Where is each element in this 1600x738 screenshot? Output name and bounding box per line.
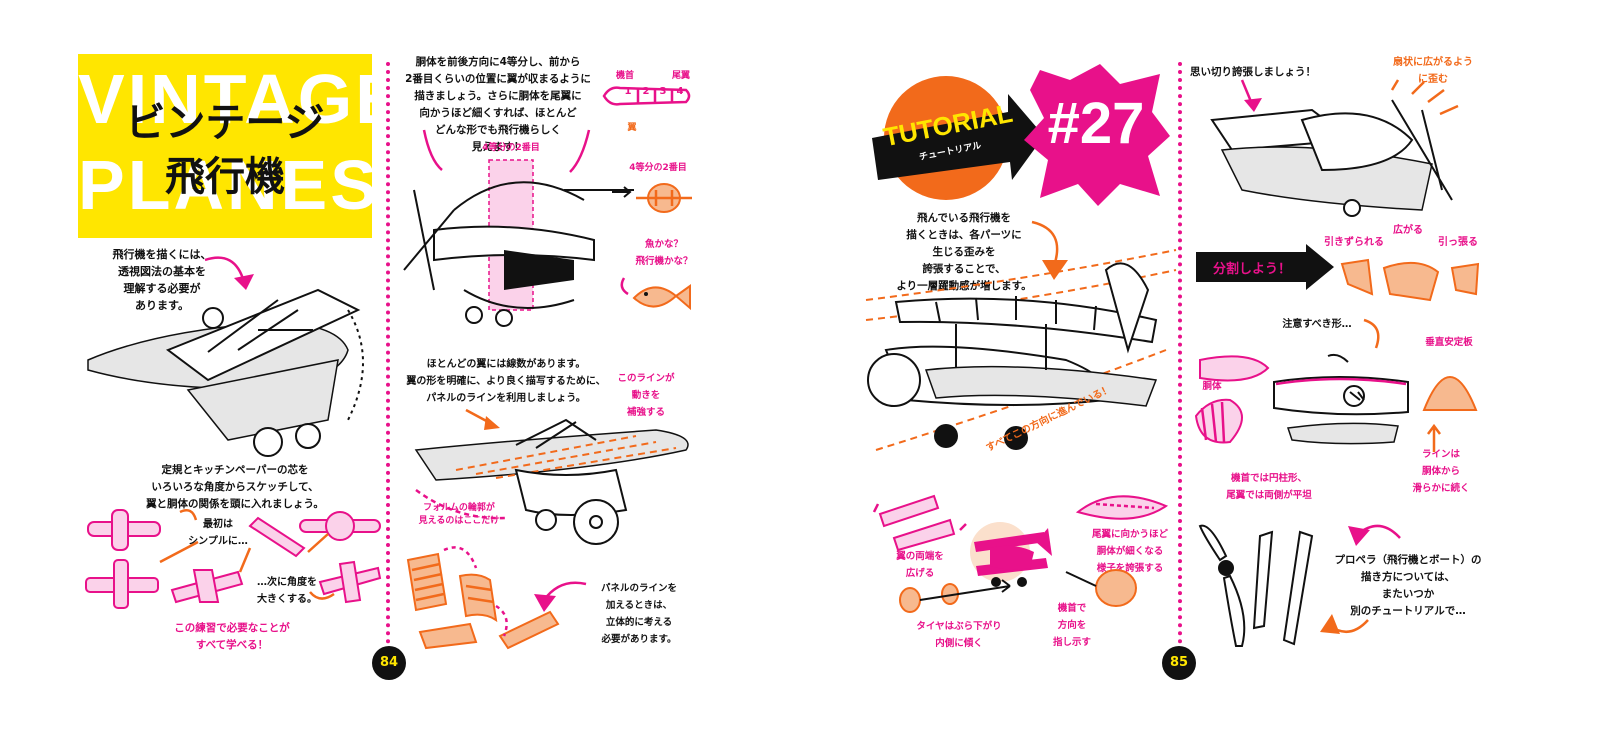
sketch-instructions: 定規とキッチンペーパーの芯を いろいろな角度からスケッチして、 翼と胴体の関係を… xyxy=(146,464,324,510)
propeller-note: プロペラ（飛行機とボート）の 描き方については、 またいつか 別のチュートリアル… xyxy=(1334,554,1482,617)
intro-text: 飛行機を描くには、 透視図法の基本を 理解する必要が あります。 xyxy=(112,248,212,312)
label-wing: 翼 xyxy=(627,123,637,133)
title-background-text: VINTAGE PLANES xyxy=(78,60,372,224)
pulled-in-label: 引きずられる xyxy=(1324,237,1384,248)
biplane-illustration xyxy=(865,249,1177,451)
fuselage-number-2: 2 xyxy=(642,86,650,97)
cross-shape-angled xyxy=(248,516,306,558)
exaggerate-text: 思い切り誇張しましょう！ xyxy=(1190,66,1316,78)
split-parts xyxy=(1340,258,1480,302)
plane-illustration-main xyxy=(87,288,364,457)
wing-panel-sketches xyxy=(406,546,560,650)
tire-shapes xyxy=(899,579,1011,613)
panel-curved-arrow-icon xyxy=(534,581,587,612)
cross-shape-perspective xyxy=(318,560,382,604)
practice-note: この練習で必要なことが すべて学べる！ xyxy=(174,622,290,651)
cross-shape-tilted xyxy=(170,569,244,604)
stretched-label: 広がる xyxy=(1393,225,1423,236)
spread-text: 扇状に広がるよう に歪む xyxy=(1393,57,1473,85)
tires-note: タイヤはぶら下がり 内側に傾く xyxy=(916,621,1002,649)
split-banner xyxy=(1196,252,1308,282)
right-arrow-icon xyxy=(612,186,632,198)
page-number-right: 85 xyxy=(1162,646,1196,680)
front-view-plane xyxy=(403,129,634,327)
propeller-illustrations xyxy=(1198,524,1314,647)
tutorial-banner xyxy=(872,94,1044,180)
column-divider xyxy=(1178,62,1182,652)
wing-spread-note: 翼の両端を 広げる xyxy=(896,551,944,579)
wing-line-text: ほとんどの翼には線数があります。 翼の形を明確に、より良く描写するために、 パネ… xyxy=(406,359,606,404)
tail-narrow-note: 尾翼に向かうほど 胴体が細くなる 様子を誇張する xyxy=(1091,529,1168,574)
exercise-arrows xyxy=(159,509,335,600)
fish-question: 魚かな？ 飛行機かな？ xyxy=(635,239,693,267)
body-shapes xyxy=(1194,355,1270,444)
form-outline-note: フォルムの輪郭が 見えるのはここだけ xyxy=(418,503,500,526)
split-banner-arrow xyxy=(1306,244,1334,290)
label-nose: 機首 xyxy=(615,71,634,81)
cross-shape-round xyxy=(299,511,381,541)
propeller-arrow-bottom-icon xyxy=(1320,614,1369,634)
fish-icon xyxy=(620,277,691,311)
wing-spread-shapes xyxy=(872,494,967,552)
fuselage-instructions: 胴体を前後方向に4等分し、前から 2番目くらいの位置に翼が収まるように 描きまし… xyxy=(405,56,591,153)
fuselage-diagram xyxy=(602,86,691,106)
propeller-arrow-top-icon xyxy=(1348,524,1401,546)
tutorial-number-burst xyxy=(1024,64,1170,206)
page-number-left: 84 xyxy=(372,646,406,680)
simple-first-note: 最初は シンプルに… xyxy=(188,519,248,547)
red-biplane-icon xyxy=(970,522,1052,587)
title-japanese: ビンテージ 飛行機 xyxy=(125,100,325,200)
tail-narrow-shape xyxy=(1075,495,1169,520)
line-arrow-icon xyxy=(1427,423,1441,452)
panel-line-note: パネルのラインを 加えるときは、 立体的に考える 必要があります。 xyxy=(600,583,677,645)
label-tail: 尾翼 xyxy=(671,71,690,81)
cross-shape-simple xyxy=(87,509,161,551)
cross-shape-flat xyxy=(85,559,159,609)
nose-direction-shape xyxy=(1065,569,1137,607)
cone-note: 機首では円柱形、 尾翼では両側が平坦 xyxy=(1226,473,1312,501)
attention-text: 注意すべき形… xyxy=(1282,319,1352,330)
fuselage-number-3: 3 xyxy=(659,86,667,97)
right-page: TUTORIAL チュートリアル #27 飛んでいる飛行機を 描くときは、各パー… xyxy=(790,0,1600,738)
label-quarter-right: 4等分の2番目 xyxy=(629,163,687,173)
nose-direction-note: 機首で 方向を 指し示す xyxy=(1052,603,1091,648)
attention-arrow-icon xyxy=(1363,318,1380,349)
flying-plane-text: 飛んでいる飛行機を 描くときは、各パーツに 生じる歪みを 誇張することで、 より… xyxy=(896,212,1032,292)
intro-arrow-icon xyxy=(204,256,254,290)
stabilizer-shape xyxy=(1422,376,1478,411)
pulled-label: 引っ張る xyxy=(1438,237,1478,248)
line-smooth-note: ラインは 胴体から 滑らかに続く xyxy=(1412,449,1470,494)
then-angle-note: …次に角度を 大きくする。 xyxy=(257,577,317,605)
stabilizer-label: 垂直安定板 xyxy=(1425,337,1473,348)
body-label: 胴体 xyxy=(1202,381,1222,392)
column-divider xyxy=(386,62,390,652)
fuselage-number-1: 1 xyxy=(624,86,632,97)
wing-lines-plane xyxy=(414,408,689,545)
flying-arrow-icon xyxy=(1031,220,1068,280)
label-quarter-center: 4等分の2番目 xyxy=(482,143,540,153)
cross-section-diagram xyxy=(636,183,692,213)
title-block: VINTAGE PLANES ビンテージ 飛行機 xyxy=(78,54,372,238)
tutorial-number: #27 xyxy=(1047,91,1145,156)
split-banner-text: 分割しよう！ xyxy=(1212,262,1291,277)
line-note: このラインが 動きを 補強する xyxy=(617,373,675,418)
fuselage-number-4: 4 xyxy=(676,86,684,97)
exaggerated-plane xyxy=(1210,79,1459,217)
seaplane-illustration xyxy=(1273,353,1409,445)
left-page: VINTAGE PLANES ビンテージ 飛行機 飛行機を描くには、 透視図法の… xyxy=(0,0,790,738)
